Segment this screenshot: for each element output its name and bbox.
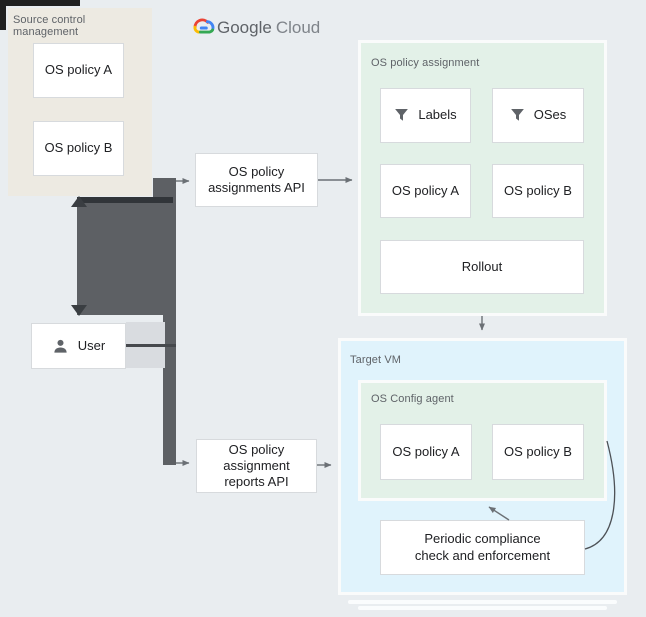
source-os-policy-a-label: OS policy A: [44, 62, 113, 78]
connector-block-top-strip: [77, 197, 173, 203]
os-config-agent-panel: OS Config agent OS policy A OS policy B: [358, 380, 607, 501]
logo-text-google: Google: [217, 17, 272, 37]
loop-curve-compliance-agent: [584, 440, 616, 550]
oses-box-label: OSes: [533, 107, 567, 123]
labels-box: Labels: [380, 88, 471, 143]
compliance-line-1: Periodic compliance: [424, 531, 541, 547]
agent-os-policy-a: OS policy A: [380, 424, 472, 480]
source-os-policy-a: OS policy A: [33, 43, 124, 98]
agent-os-policy-b-label: OS policy B: [504, 443, 572, 459]
corner-artifact-left: [0, 0, 6, 30]
vm-stack-stripe-1: [348, 600, 617, 604]
agent-os-policy-a-label: OS policy A: [392, 443, 460, 459]
assignments-api-line-1: OS policy: [228, 163, 285, 179]
arrowhead-up-icon: [71, 196, 87, 207]
source-os-policy-b-label: OS policy B: [44, 140, 113, 156]
reports-api-box: OS policy assignment reports API: [196, 439, 317, 493]
arrow-compliance-to-agent: [488, 506, 510, 521]
person-icon: [52, 338, 69, 355]
os-config-agent-label: OS Config agent: [371, 393, 454, 405]
user-box: User: [31, 323, 126, 369]
assignments-api-line-2: assignments API: [208, 180, 305, 195]
assignment-os-policy-b: OS policy B: [492, 164, 584, 218]
arrowhead-down-icon: [71, 305, 87, 316]
rollout-box-label: Rollout: [461, 258, 503, 274]
rollout-box: Rollout: [380, 240, 584, 294]
user-connector-line: [126, 344, 176, 347]
policy-assignment-panel: OS policy assignment Labels OSes OS poli…: [358, 40, 607, 316]
corner-artifact-top: [0, 0, 80, 6]
filter-funnel-icon: [394, 108, 409, 123]
logo-text-cloud: Cloud: [275, 17, 321, 37]
compliance-line-2: check and enforcement: [414, 547, 551, 563]
reports-api-line-1: OS policy: [228, 441, 285, 457]
target-vm-label: Target VM: [350, 354, 402, 366]
user-box-label: User: [77, 337, 106, 353]
compliance-box: Periodic compliance check and enforcemen…: [380, 520, 585, 575]
assignment-os-policy-a-label: OS policy A: [391, 182, 460, 198]
assignment-os-policy-a: OS policy A: [380, 164, 471, 218]
target-vm-panel: Target VM OS Config agent OS policy A OS…: [338, 338, 627, 595]
vm-stack-stripe-2: [358, 606, 607, 610]
oses-box: OSes: [492, 88, 584, 143]
assignment-os-policy-b-label: OS policy B: [504, 182, 572, 198]
source-control-label: Source control management: [13, 14, 86, 38]
reports-api-line-2: assignment: [223, 457, 290, 473]
reports-api-line-3: reports API: [224, 474, 289, 490]
source-os-policy-b: OS policy B: [33, 121, 124, 176]
filter-funnel-icon: [510, 108, 525, 123]
labels-box-label: Labels: [418, 107, 457, 123]
assignments-api-box: OS policy assignments API: [195, 153, 318, 207]
connector-block: [77, 197, 173, 315]
source-control-panel: Source control management OS policy A OS…: [8, 8, 152, 196]
agent-os-policy-b: OS policy B: [492, 424, 584, 480]
google-cloud-icon: [190, 14, 217, 41]
policy-assignment-label: OS policy assignment: [371, 57, 480, 69]
